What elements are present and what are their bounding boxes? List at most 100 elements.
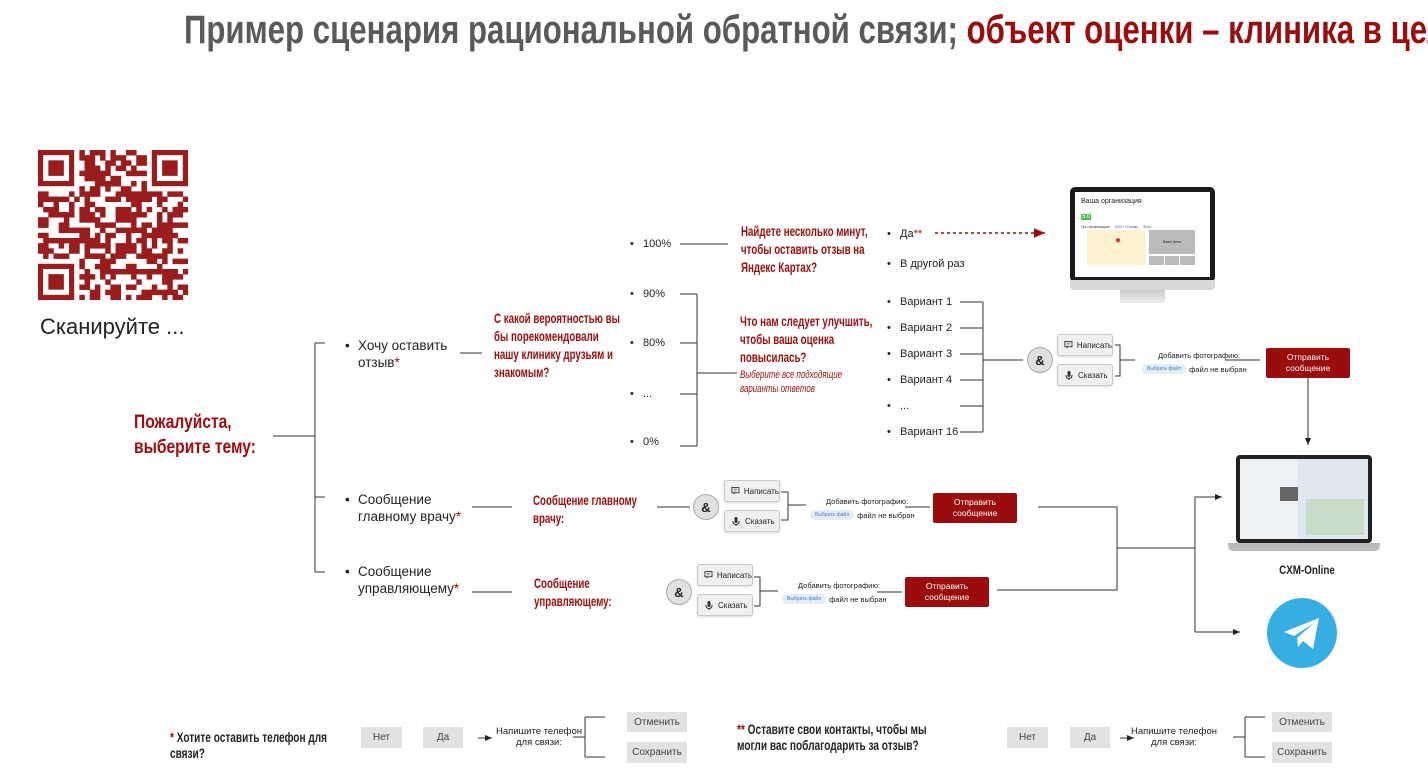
prompt-line2: выберите тему:	[134, 437, 256, 458]
footer-question-text: Хотите оставить телефон для связи?	[170, 729, 328, 761]
write-label: Написать	[716, 570, 752, 580]
prompt-line1: Пожалуйста,	[134, 412, 232, 433]
footer-question: * Хотите оставить телефон для связи?	[170, 729, 400, 761]
write-button[interactable]: Написать	[724, 480, 780, 502]
variant-option[interactable]: Вариант 2	[887, 322, 952, 334]
send-message-button[interactable]: Отправить сообщение	[933, 493, 1017, 523]
add-photo-label: Добавить фотографию:	[826, 497, 909, 506]
qr-code[interactable]	[38, 150, 188, 300]
map-image: ●	[1087, 230, 1145, 265]
yandex-question-text: Найдете несколько минут, чтобы оставить …	[741, 224, 868, 275]
percent-option[interactable]: 100%	[630, 238, 671, 250]
choose-file-button[interactable]: Выбрать файл	[1142, 364, 1187, 374]
topic-line2: управляющему	[358, 581, 454, 596]
phone-input-label: Напишите телефон для связи:	[1130, 726, 1218, 748]
write-label: Написать	[1076, 340, 1112, 350]
chat-icon	[1064, 341, 1073, 349]
recommend-question: С какой вероятностью вы бы порекомендова…	[494, 310, 629, 382]
write-button[interactable]: Написать	[697, 564, 753, 586]
yes-button[interactable]: Да	[1070, 727, 1110, 748]
star-mark: *	[453, 581, 460, 596]
monitor-stand	[1120, 290, 1165, 303]
percent-option[interactable]: 90%	[630, 288, 665, 300]
star-mark: *	[455, 509, 462, 524]
improve-hint-text: Выберите все подходящие варианты ответов	[740, 369, 843, 395]
title-part-red: объект оценки – клиника в целом	[966, 8, 1428, 52]
improve-question-block: Что нам следует улучшить, чтобы ваша оце…	[740, 313, 880, 396]
percent-option[interactable]: ...	[630, 388, 652, 400]
send-message-button[interactable]: Отправить сообщение	[1266, 348, 1350, 378]
cancel-button[interactable]: Отменить	[1272, 712, 1332, 732]
add-photo-label: Добавить фотографию:	[798, 581, 881, 590]
say-label: Сказать	[1078, 370, 1108, 380]
variant-option[interactable]: Вариант 16	[887, 426, 958, 438]
option-yes-label: Да	[900, 228, 914, 240]
improve-question-text: Что нам следует улучшить, чтобы ваша оце…	[740, 314, 873, 365]
topic-line1: Сообщение	[358, 492, 432, 507]
monitor-rating: 5.0	[1081, 214, 1092, 220]
topic-manager[interactable]: Сообщение управляющему*	[345, 563, 460, 597]
monitor-tab: 1500+ Отзывы	[1114, 225, 1139, 229]
topic-line1: Сообщение	[358, 564, 432, 579]
and-symbol: &	[693, 494, 719, 520]
laptop-base	[1228, 543, 1380, 551]
topic-chief-doctor[interactable]: Сообщение главному врачу*	[345, 491, 462, 525]
no-button[interactable]: Нет	[361, 727, 402, 748]
variant-option[interactable]: Вариант 4	[887, 374, 952, 386]
variant-option[interactable]: ...	[887, 400, 909, 412]
no-file-label: файл не выбран	[857, 510, 915, 520]
no-file-label: файл не выбран	[1189, 364, 1247, 374]
yandex-question: Найдете несколько минут, чтобы оставить …	[741, 223, 881, 277]
monitor-org: Ваша организация	[1081, 198, 1142, 205]
write-button[interactable]: Написать	[1057, 334, 1113, 356]
qr-label: Сканируйте ...	[40, 314, 185, 339]
star-mark: *	[394, 355, 400, 370]
laptop-label-text: CXM-Online	[1279, 563, 1335, 577]
say-label: Сказать	[745, 516, 775, 526]
say-button[interactable]: Сказать	[1057, 364, 1113, 386]
option-yes[interactable]: Да**	[887, 228, 923, 240]
chief-doctor-label: Сообщение главному врачу:	[533, 493, 637, 526]
say-label: Сказать	[718, 600, 748, 610]
recommend-question-text: С какой вероятностью вы бы порекомендова…	[494, 311, 620, 380]
monitor-tab: Про организацию	[1081, 225, 1110, 229]
phone-input-label: Напишите телефон для связи:	[495, 726, 583, 748]
variant-option[interactable]: Вариант 1	[887, 296, 952, 308]
telegram-icon	[1267, 598, 1337, 668]
laptop-label: CXM-Online	[1267, 563, 1347, 577]
monitor-tab: Фото	[1143, 225, 1152, 229]
page-title: Пример сценария рациональной обратной св…	[0, 8, 1428, 53]
add-photo-label: Добавить фотографию:	[1158, 351, 1241, 360]
monitor-yandex-maps: Ваша организация 5.0 Про организацию 1500…	[1070, 187, 1215, 282]
star-mark: *	[170, 729, 174, 745]
manager-label: Сообщение управляющему:	[534, 576, 612, 609]
say-button[interactable]: Сказать	[697, 594, 753, 616]
send-message-button[interactable]: Отправить сообщение	[905, 577, 989, 607]
say-button[interactable]: Сказать	[724, 510, 780, 532]
topic-line2: главному врачу	[358, 509, 456, 524]
cancel-button[interactable]: Отменить	[627, 712, 687, 732]
footer-question: ** Оставите свои контакты, чтобы мы могл…	[737, 721, 1017, 753]
save-button[interactable]: Сохранить	[627, 742, 687, 763]
option-later[interactable]: В другой раз	[887, 258, 964, 270]
choose-file-button[interactable]: Выбрать файл	[810, 510, 855, 520]
and-symbol: &	[666, 579, 692, 605]
monitor-photo: Ваше фото	[1149, 230, 1195, 254]
microphone-icon	[732, 516, 740, 526]
star-mark: **	[913, 228, 923, 240]
microphone-icon	[705, 600, 713, 610]
title-part-gray: Пример сценария рациональной обратной св…	[183, 8, 958, 52]
variant-option[interactable]: Вариант 3	[887, 348, 952, 360]
no-button[interactable]: Нет	[1007, 727, 1048, 748]
percent-option[interactable]: 0%	[630, 436, 659, 448]
save-button[interactable]: Сохранить	[1272, 742, 1332, 763]
microphone-icon	[1065, 370, 1073, 380]
choose-file-button[interactable]: Выбрать файл	[782, 594, 827, 604]
percent-option[interactable]: 80%	[630, 337, 665, 349]
yes-button[interactable]: Да	[423, 727, 463, 748]
chat-icon	[704, 571, 713, 579]
monitor-chin	[1070, 280, 1215, 290]
and-symbol: &	[1027, 347, 1053, 373]
